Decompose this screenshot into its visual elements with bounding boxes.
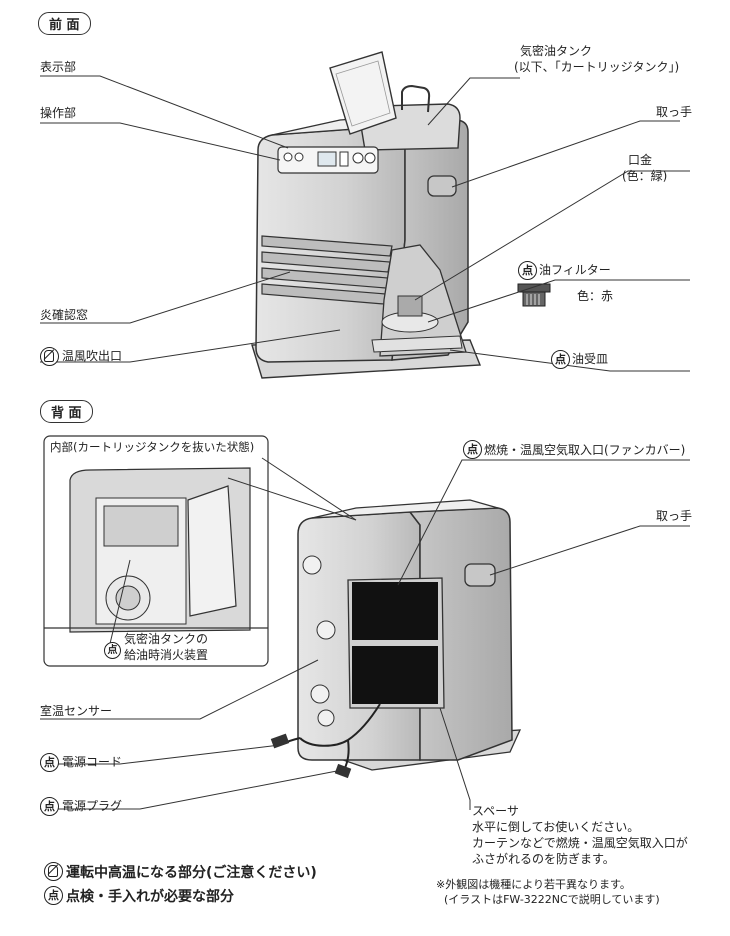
front-heater <box>251 51 482 379</box>
inspection-mark-icon: 点 <box>40 797 59 816</box>
flame-window-label: 炎確認窓 <box>40 308 89 322</box>
oil-tray-label: 油受皿 <box>572 352 609 366</box>
display-label: 表示部 <box>40 60 77 74</box>
hot-surface-icon <box>44 862 63 881</box>
oil-filter-icon <box>517 283 551 307</box>
spacer-desc-line3: ふさがれるのを防ぎます。 <box>472 852 615 866</box>
spacer-desc-line1: 水平に倒してお使いください。 <box>472 820 640 834</box>
spacer-title: スペーサ <box>472 804 519 818</box>
oil-filter-label: 油フィルター <box>539 263 611 277</box>
cap-label-line1: 口金 <box>628 153 653 167</box>
warm-air-outlet-label: 温風吹出口 <box>62 349 123 363</box>
note-line2: (イラストはFW-3222NCで説明しています) <box>444 893 660 906</box>
inner-view-box <box>43 435 269 667</box>
inspection-mark-icon: 点 <box>44 886 63 905</box>
tank-label-line1: 気密油タンク <box>520 44 593 58</box>
inspection-mark-icon: 点 <box>551 350 570 369</box>
spacer-desc-line2: カーテンなどで燃焼・温風空気取入口が <box>472 836 688 850</box>
legend-maintenance-parts: 点検・手入れが必要な部分 <box>66 889 234 905</box>
operation-label: 操作部 <box>40 106 77 120</box>
inspection-mark-icon: 点 <box>518 261 537 280</box>
handle-label-back: 取っ手 <box>656 509 693 523</box>
filter-color-label: 色：赤 <box>577 289 614 303</box>
extinguish-label-line1: 気密油タンクの <box>124 632 209 646</box>
inspection-mark-icon: 点 <box>104 642 121 659</box>
power-plug-label: 電源プラグ <box>62 799 123 813</box>
leader-lines <box>40 75 690 810</box>
power-cord-label: 電源コード <box>62 755 123 769</box>
back-section-title: 背 面 <box>40 400 93 423</box>
handle-label-front: 取っ手 <box>656 105 693 119</box>
legend-hot-parts: 運転中高温になる部分(ご注意ください) <box>66 865 317 881</box>
inspection-mark-icon: 点 <box>463 440 482 459</box>
inspection-mark-icon: 点 <box>40 753 59 772</box>
inner-view-title: 内部(カートリッジタンクを抜いた状態) <box>50 440 255 454</box>
room-sensor-label: 室温センサー <box>40 704 113 718</box>
note-line1: ※外観図は機種により若干異なります。 <box>436 878 631 891</box>
air-intake-label: 燃焼・温風空気取入口(ファンカバー) <box>484 443 686 457</box>
cap-label-line2: (色：緑) <box>622 169 668 183</box>
front-section-title: 前 面 <box>38 12 91 35</box>
back-heater <box>270 499 522 779</box>
extinguish-label-line2: 給油時消火装置 <box>124 648 209 662</box>
hot-surface-icon <box>40 347 59 366</box>
tank-label-line2: (以下、「カートリッジタンク」) <box>514 60 680 74</box>
